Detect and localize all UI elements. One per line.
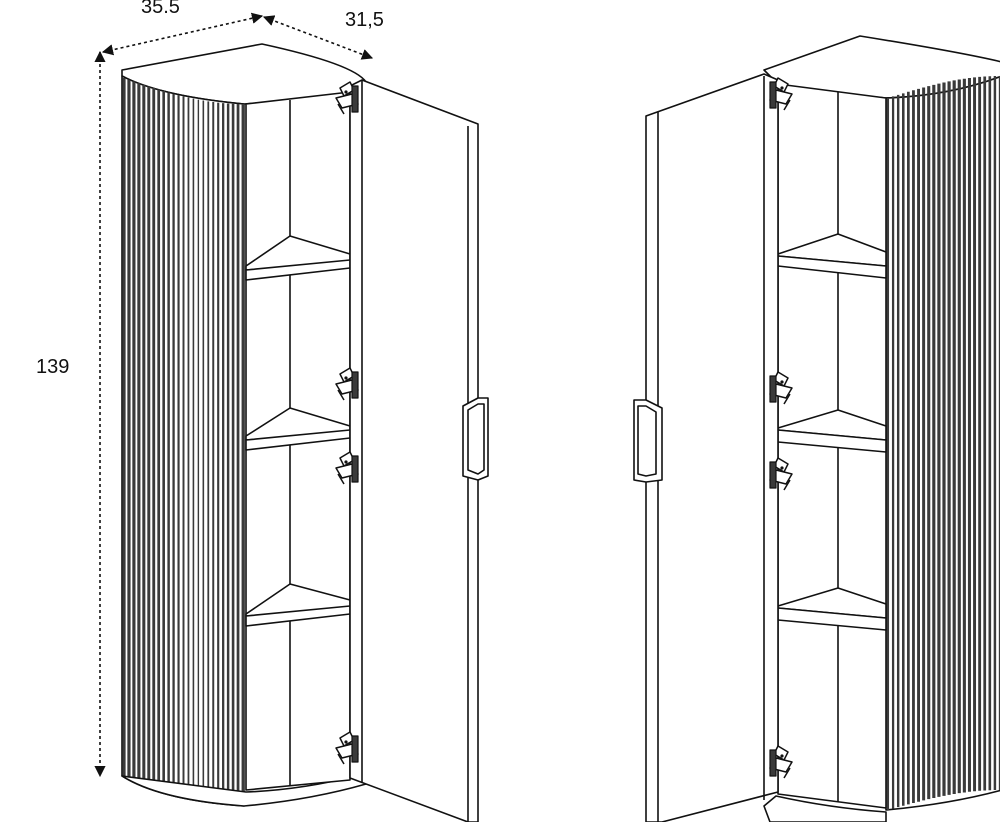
right-cabinet-fluting (886, 76, 1000, 810)
hinge-icon (769, 371, 793, 405)
right-cabinet (633, 35, 1000, 823)
left-cabinet-fluting (122, 78, 245, 806)
right-door-handle (633, 399, 663, 483)
hinge-icon (769, 457, 793, 491)
height-dimension-label: 139 (36, 356, 70, 378)
right-cabinet-hinges (769, 77, 793, 779)
left-cabinet-base (121, 775, 367, 807)
hinge-icon (335, 367, 359, 401)
hinge-icon (335, 731, 359, 765)
hinge-icon (335, 81, 359, 115)
right-cabinet-door (645, 73, 779, 823)
depth-dimension-line (262, 15, 374, 60)
depth-dimension-label: 31,5 (345, 9, 384, 31)
right-cabinet-shelves (777, 233, 887, 631)
width-dimension-label: 35.5 (141, 0, 180, 18)
left-cabinet-door (349, 79, 479, 823)
left-cabinet (121, 43, 489, 823)
hinge-icon (769, 745, 793, 779)
left-door-handle (462, 397, 489, 481)
hinge-icon (335, 451, 359, 485)
hinge-icon (769, 77, 793, 111)
dimension-lines (94, 12, 374, 778)
width-dimension-line (101, 12, 264, 56)
left-cabinet-hinges (335, 81, 359, 765)
